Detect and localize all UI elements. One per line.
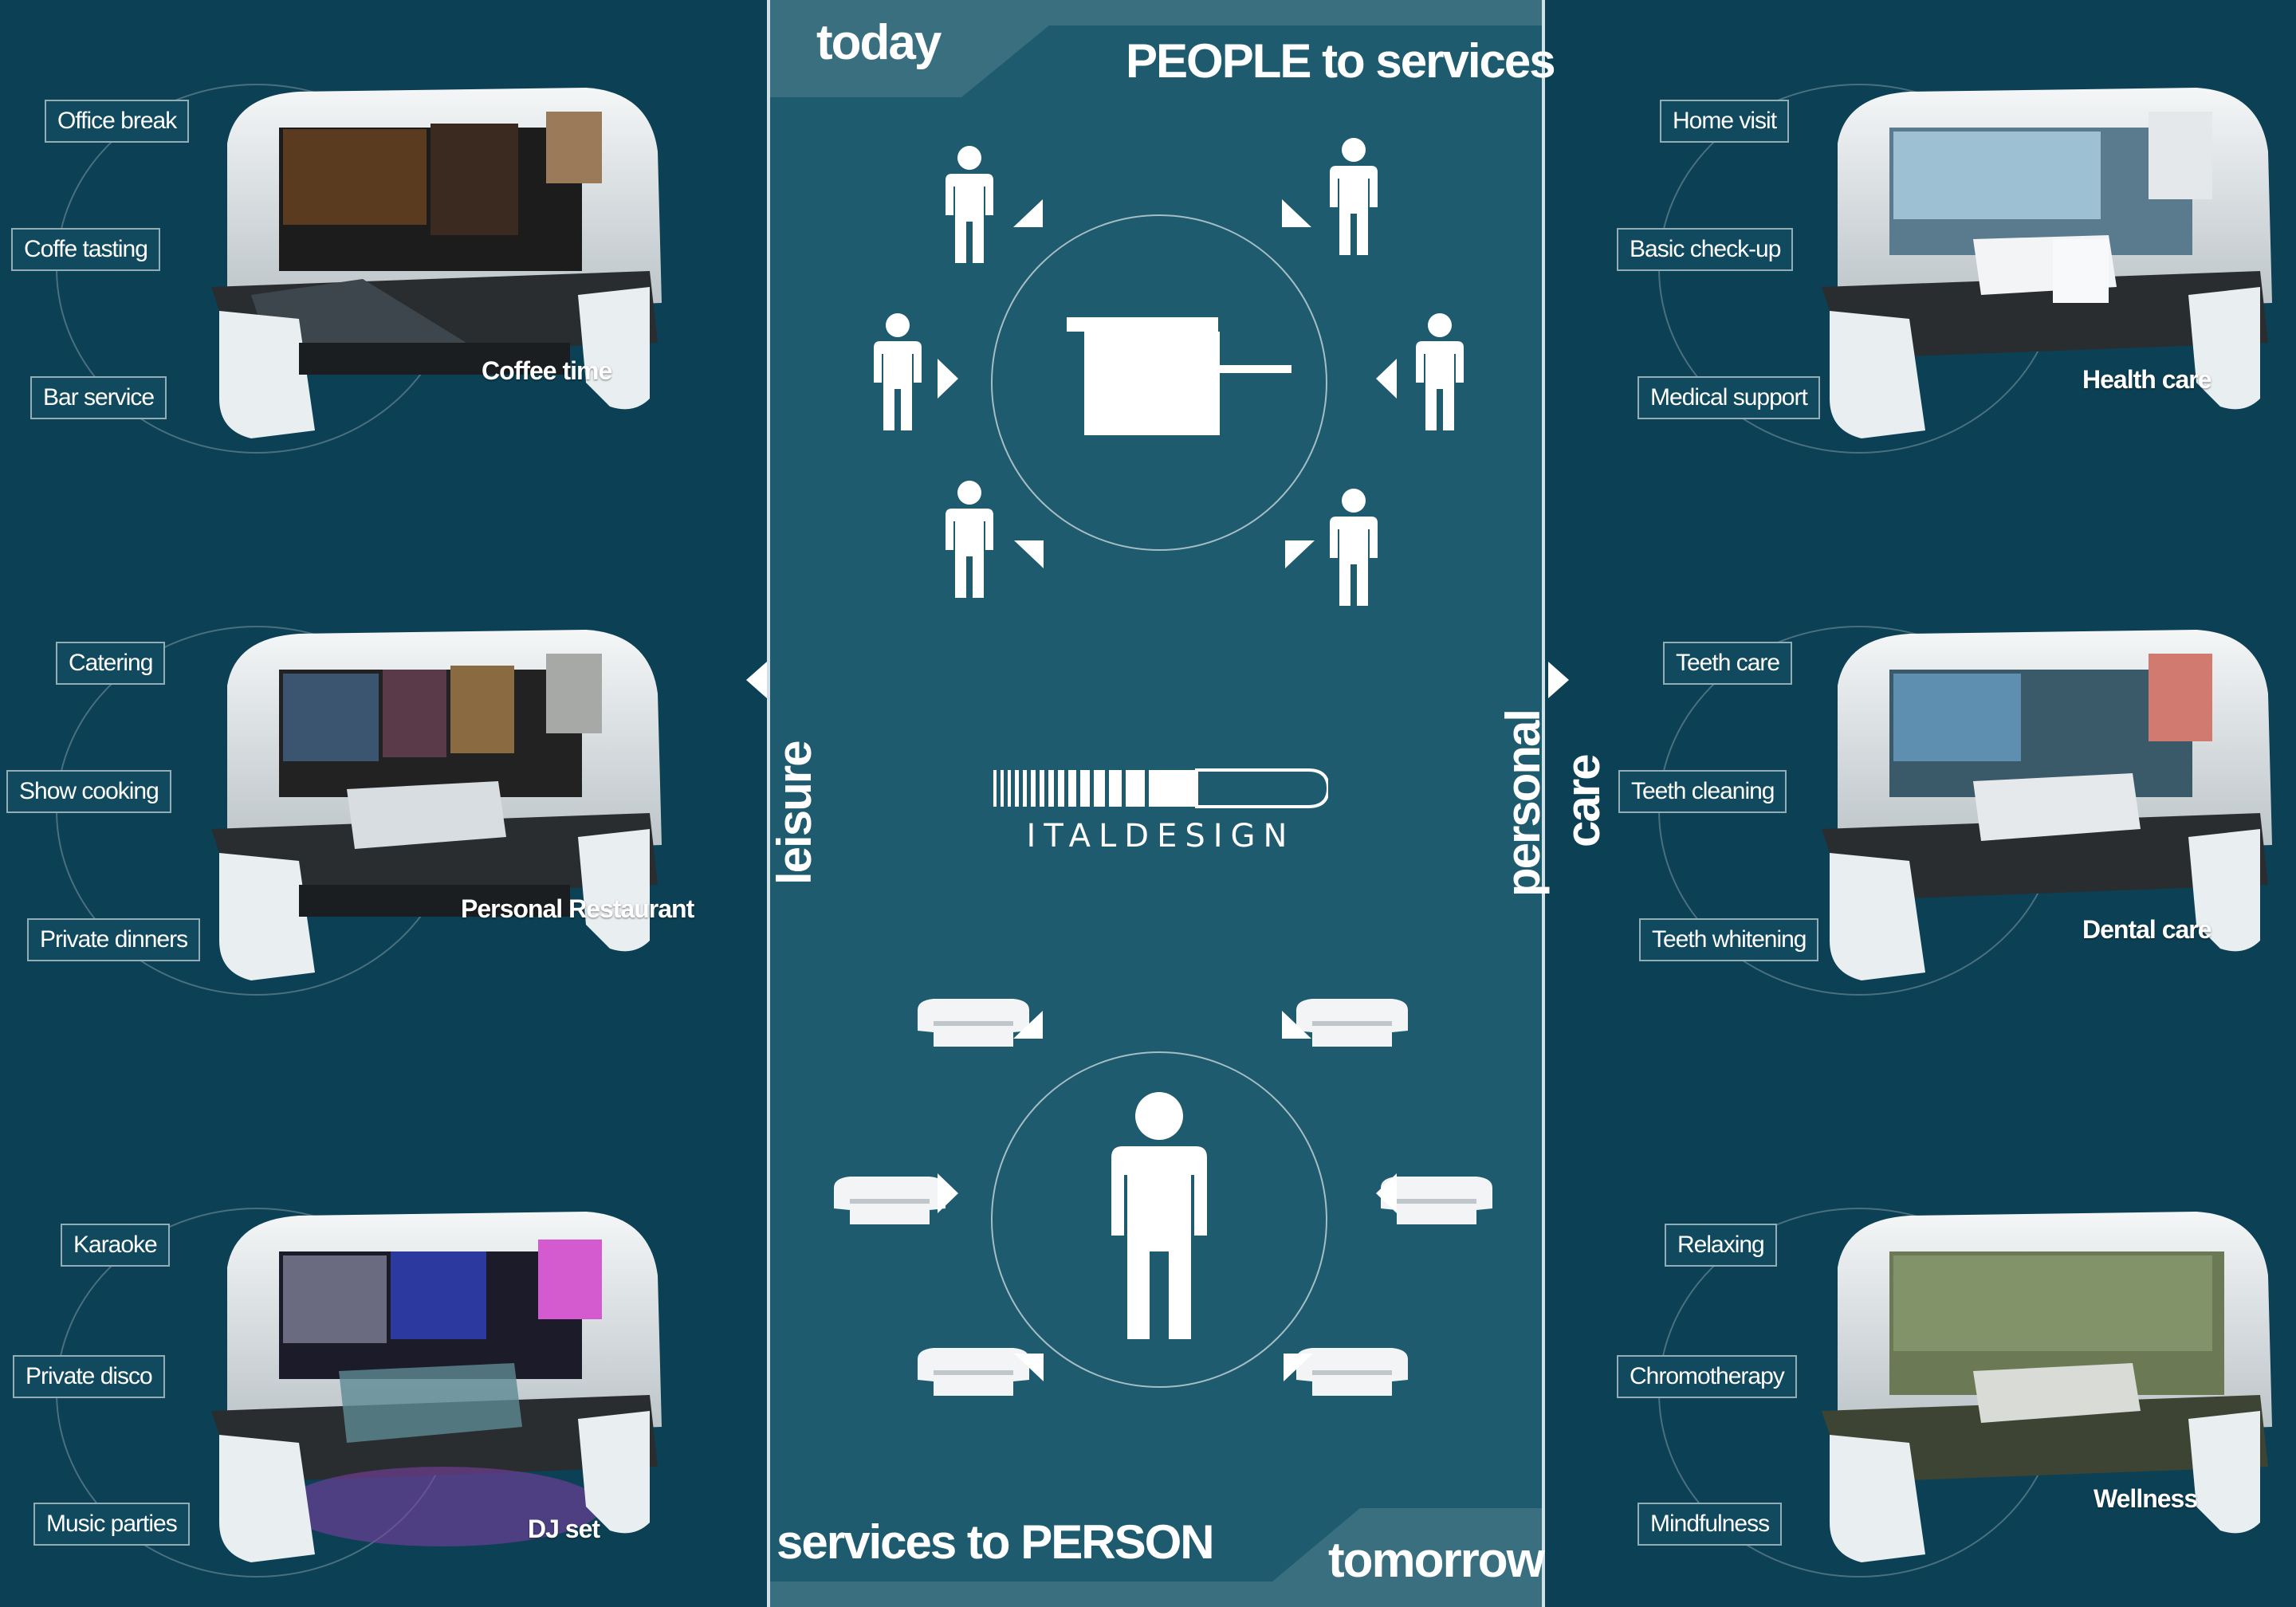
restaurant-pod-image (211, 630, 662, 980)
pod-icon (918, 999, 1029, 1047)
person-icon (1330, 489, 1378, 606)
right-pointer-icon (1548, 662, 1569, 698)
left-pointer-icon (746, 662, 767, 698)
tag-chromotherapy: Chromotherapy (1617, 1355, 1797, 1398)
caption-dental-care: Dental care (2082, 915, 2212, 944)
leisure-label: leisure (768, 741, 821, 885)
tag-private-disco: Private disco (13, 1355, 165, 1398)
person-icon (1111, 1092, 1207, 1339)
person-icon (874, 313, 922, 430)
person-icon (946, 146, 993, 263)
dental-pod-image (1822, 630, 2272, 980)
caption-personal-restaurant: Personal Restaurant (461, 894, 694, 923)
person-icon (1416, 313, 1464, 430)
tag-basic-check-up: Basic check-up (1617, 228, 1794, 271)
pod-icon (1296, 1348, 1408, 1396)
tag-bar-service: Bar service (30, 376, 167, 419)
person-icon (946, 481, 993, 598)
personal-label: personal (1496, 709, 1550, 897)
pod-icon (834, 1177, 946, 1224)
services-to-person-diagram (834, 999, 1492, 1396)
tag-catering: Catering (56, 642, 166, 685)
center-panel: today PEOPLE to services (767, 0, 1610, 1607)
pod-icon (1296, 999, 1408, 1047)
tag-show-cooking: Show cooking (6, 770, 171, 813)
tag-music-parties: Music parties (33, 1503, 190, 1546)
person-icon (1330, 138, 1378, 255)
tag-relaxing: Relaxing (1665, 1224, 1777, 1267)
care-label: care (1556, 755, 1610, 847)
tag-teeth-care: Teeth care (1663, 642, 1793, 685)
tag-teeth-cleaning: Teeth cleaning (1618, 770, 1787, 813)
pod-icon (1381, 1177, 1492, 1224)
pod-icon (918, 1348, 1029, 1396)
people-to-services-diagram (874, 138, 1464, 606)
top-title: PEOPLE to services (1126, 34, 1556, 88)
tag-karaoke: Karaoke (61, 1224, 170, 1267)
bottom-band (770, 1508, 1542, 1607)
tag-teeth-whitening: Teeth whitening (1639, 918, 1819, 961)
left-panel: Office break Coffe tasting Bar service C… (0, 0, 765, 1607)
service-desk-icon (1067, 317, 1292, 435)
today-label: today (816, 15, 942, 70)
coffee-pod-image (211, 88, 662, 438)
caption-coffee-time: Coffee time (482, 356, 612, 385)
right-panel: Home visit Basic check-up Medical suppor… (1547, 0, 2296, 1607)
caption-dj-set: DJ set (528, 1515, 600, 1543)
logo-text: ITALDESIGN (1026, 818, 1295, 855)
tag-mindfulness: Mindfulness (1637, 1503, 1783, 1546)
tag-office-break: Office break (45, 100, 190, 143)
top-band (770, 0, 1542, 100)
wellness-pod-image (1822, 1212, 2272, 1562)
tag-private-dinners: Private dinners (27, 918, 201, 961)
tag-home-visit: Home visit (1660, 100, 1790, 143)
tag-coffe-tasting: Coffe tasting (11, 228, 160, 271)
caption-wellness: Wellness (2094, 1484, 2198, 1513)
tomorrow-label: tomorrow (1328, 1533, 1545, 1588)
bottom-title: services to PERSON (776, 1515, 1215, 1569)
health-pod-image (1822, 88, 2272, 438)
italdesign-logo (993, 768, 1328, 808)
caption-health-care: Health care (2082, 365, 2212, 394)
disco-pod-image (211, 1212, 662, 1562)
tag-medical-support: Medical support (1637, 376, 1820, 419)
arrow-icon (1013, 199, 1043, 227)
